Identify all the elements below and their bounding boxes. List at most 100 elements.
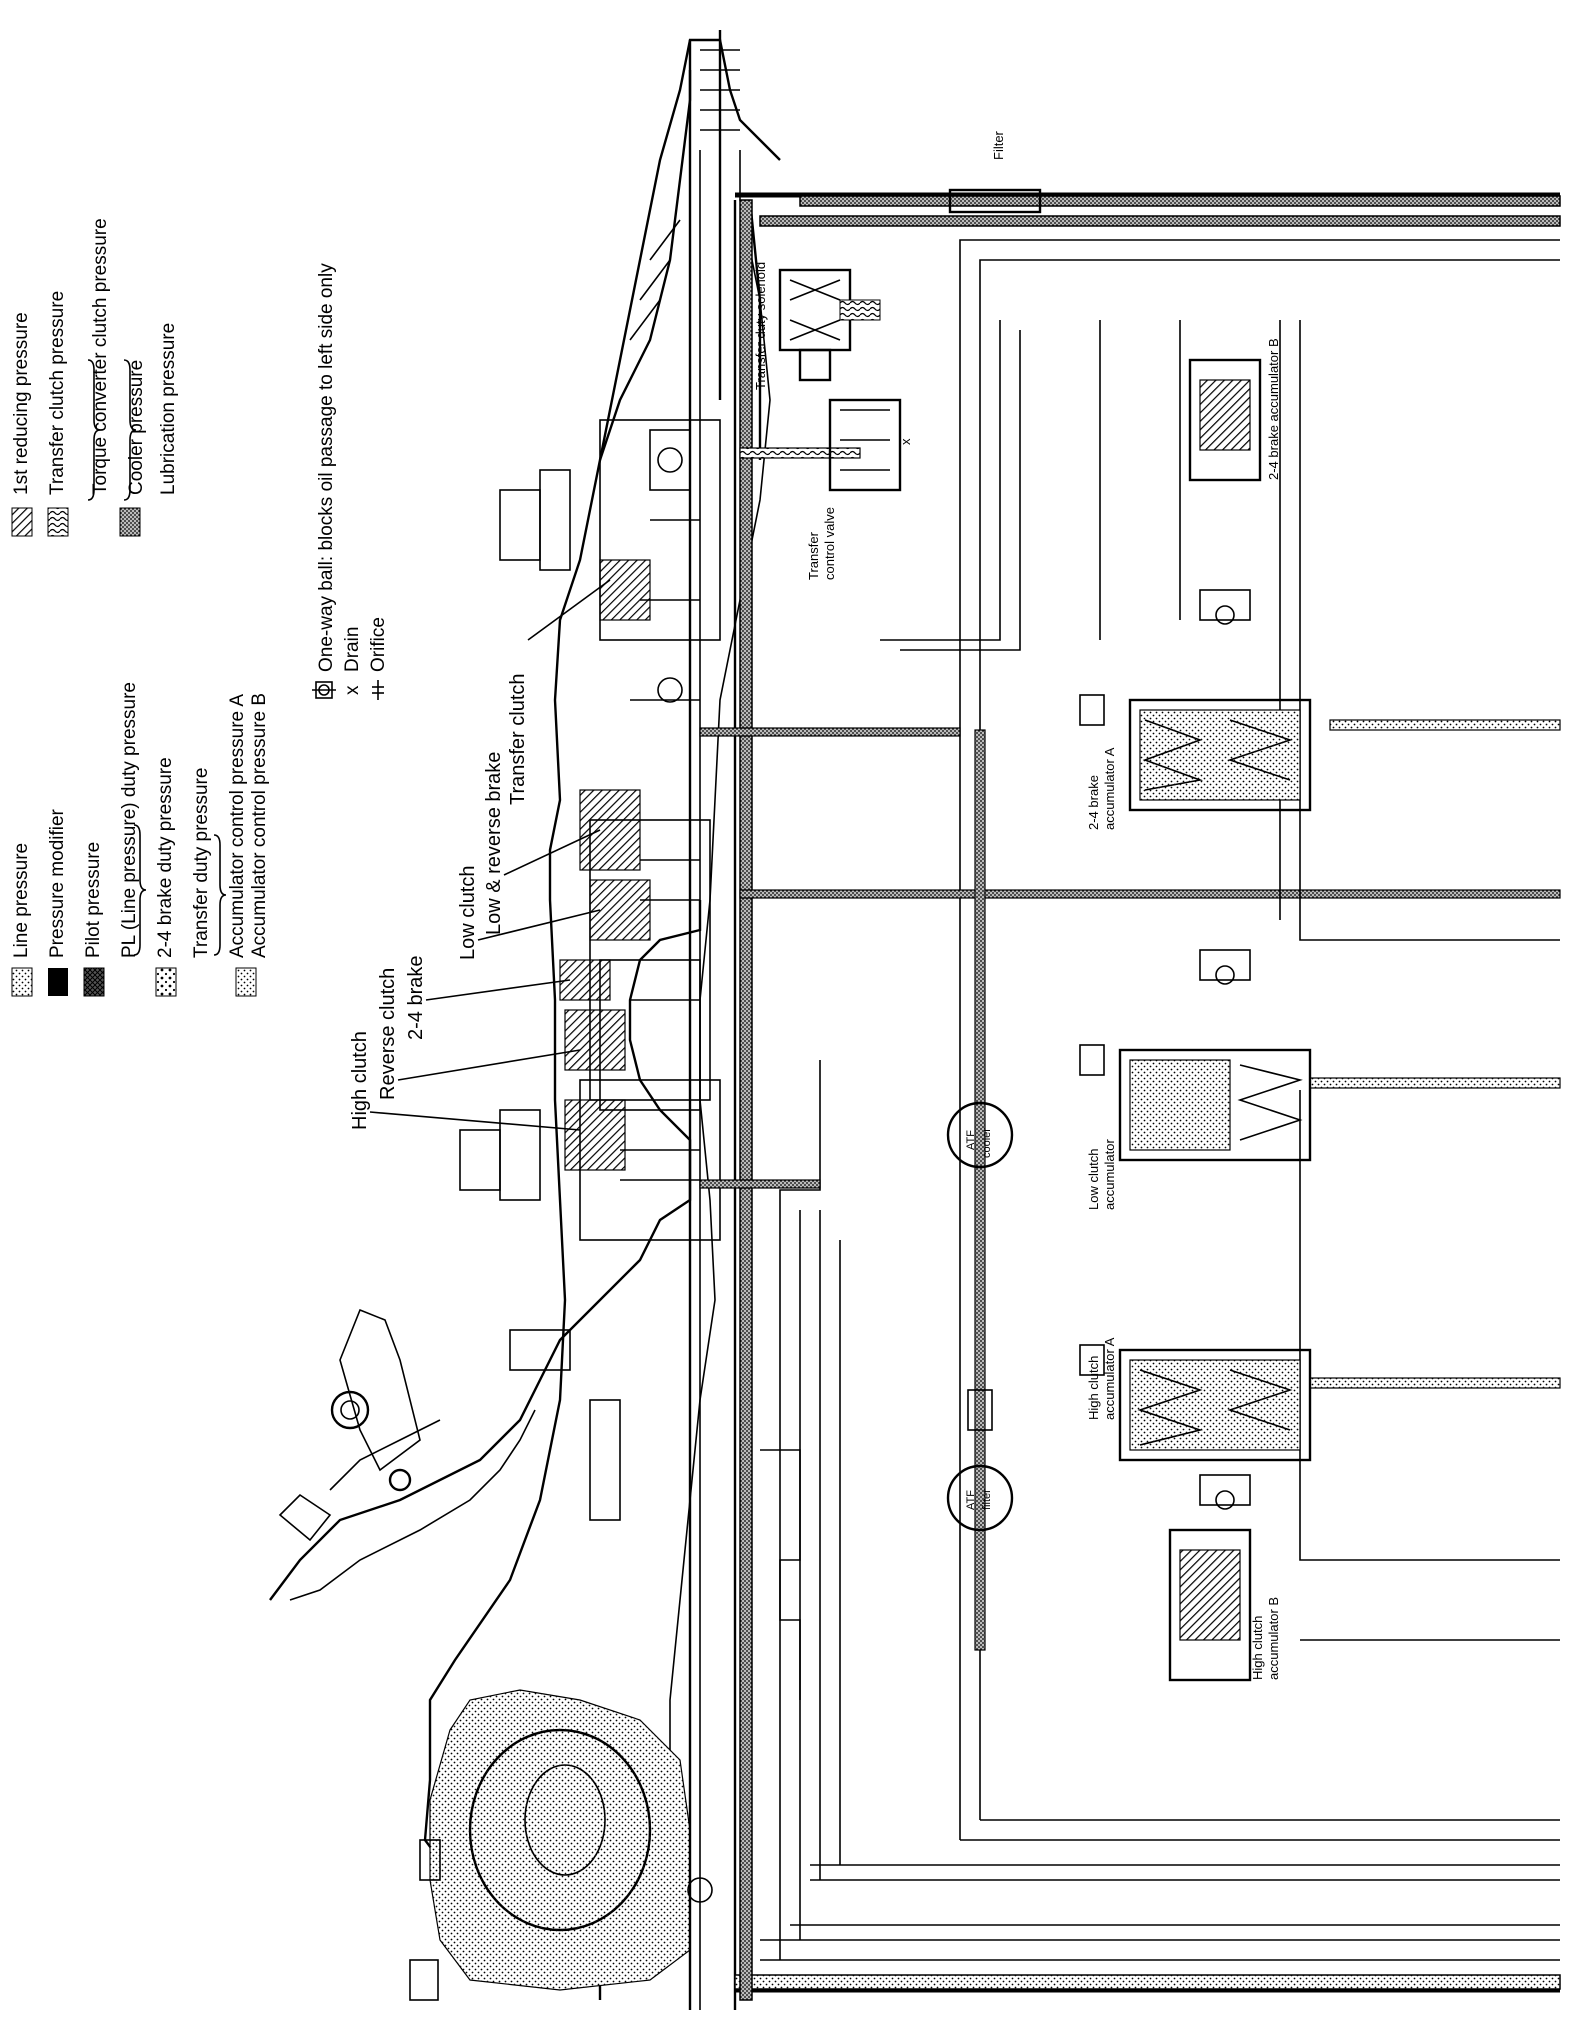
- low-clutch-acc-spring: [1237, 1064, 1303, 1141]
- top-boss-3: [509, 1329, 571, 1371]
- cooler-passage-top: [759, 215, 1561, 227]
- high-clutch-acc-a-spring: [1137, 1369, 1293, 1446]
- swatch-cooler-lube-pressure: [119, 507, 141, 537]
- label-low-reverse-brake: Low & reverse brake: [483, 752, 505, 935]
- label-transfer-control-valve-2: control valve: [822, 507, 837, 580]
- top-boss-1: [459, 1129, 501, 1191]
- one-way-ball-icon-2: [1199, 949, 1251, 985]
- oil-pump-housing: [429, 1689, 691, 1991]
- transfer-clutch-feed: [739, 447, 861, 459]
- pump-stub: [419, 1839, 441, 1881]
- legend-label-pl-duty-pressure: PL (Line pressure) duty pressure: [119, 682, 140, 958]
- label-transfer-duty-solenoid: Transfer duty solenoid: [753, 262, 768, 390]
- drum-detail: [620, 519, 700, 1181]
- label-transfer-control-valve-1: Transfer: [806, 531, 821, 580]
- right-feed-lines: [1099, 320, 1181, 640]
- brace-duty-pressures: [133, 824, 147, 956]
- legend-label-acc-control-a: Accumulator control pressure A: [227, 694, 248, 958]
- label-reverse-clutch: Reverse clutch: [377, 968, 399, 1100]
- passage-high-acc-a: [1309, 1377, 1561, 1389]
- upper-feed-lines: [880, 320, 1021, 651]
- legend-label-transfer-duty-pressure: Transfer duty pressure: [191, 768, 212, 958]
- label-atf-cooler-2: cooler: [981, 1128, 993, 1158]
- passage-vertical-atf: [974, 729, 986, 1651]
- label-high-acc-a-1: High clutch: [1086, 1356, 1101, 1420]
- mount-lug: [278, 1493, 332, 1542]
- high-acc-a-plug: [1079, 1344, 1105, 1376]
- pump-shaft-seal: [409, 1959, 439, 2001]
- label-low-acc-1: Low clutch: [1086, 1149, 1101, 1210]
- frame-line-4: [819, 1210, 841, 1880]
- label-24-acc-a-2: accumulator A: [1102, 747, 1117, 830]
- leader-24-brake: [425, 979, 571, 1001]
- label-atf-cooler-1: ATF: [965, 1130, 977, 1150]
- passage-24-acc-a: [1329, 719, 1561, 731]
- legend-right: 1st reducing pressure Transfer clutch pr…: [11, 218, 179, 537]
- label-low-clutch: Low clutch: [457, 866, 479, 961]
- low-reverse-brake-pack: [579, 789, 641, 871]
- high-clutch-pack: [564, 1099, 626, 1171]
- passage-mid: [739, 889, 1561, 899]
- label-high-acc-a-2: accumulator A: [1102, 1337, 1117, 1420]
- swatch-pilot-pressure: [83, 967, 105, 997]
- rear-boss: [649, 429, 691, 491]
- lube-passage-vertical: [739, 199, 753, 2001]
- rear-planetary-housing: [599, 959, 701, 1111]
- drain-icon: x: [342, 685, 363, 695]
- frame-line-2: [810, 1864, 1560, 1881]
- brace-accumulator-pressures: [213, 834, 227, 956]
- bell-housing: [269, 900, 702, 1601]
- frame-line-7: [760, 1449, 801, 1700]
- legend-label-acc-control-b: Accumulator control pressure B: [249, 693, 270, 958]
- line-pressure-band-bottom: [734, 1974, 1561, 1990]
- orifice-icon: [372, 680, 384, 700]
- legend-label-24-brake-duty-pressure: 2-4 brake duty pressure: [155, 757, 176, 958]
- one-way-ball-icon-1: [1199, 589, 1251, 625]
- one-way-ball-label: One-way ball: blocks oil passage to left…: [316, 263, 337, 672]
- label-24-brake: 2-4 brake: [405, 956, 427, 1041]
- housing-bolt-hole-inner: [340, 1400, 360, 1420]
- line-pressure-outer-loop: [735, 192, 1560, 1993]
- top-boss-4: [589, 1399, 621, 1521]
- filter-body: [948, 188, 1042, 214]
- one-way-ball-icon-3: [1199, 1474, 1251, 1510]
- leader-reverse-clutch: [397, 1049, 581, 1081]
- legend-label-lubrication: Lubrication pressure: [158, 323, 179, 495]
- lower-right-return: [1299, 1090, 1560, 1641]
- label-high-clutch: High clutch: [349, 1031, 371, 1130]
- top-boss-1b: [499, 1109, 541, 1201]
- top-boss-2: [499, 489, 541, 561]
- low-clutch-acc-body: [1118, 1048, 1312, 1162]
- orifice-label: Orifice: [368, 617, 389, 672]
- label-24-acc-b: 2-4 brake accumulator B: [1266, 338, 1281, 480]
- label-transfer-clutch: Transfer clutch: [507, 673, 529, 805]
- label-low-acc-2: accumulator: [1102, 1139, 1117, 1210]
- brace-torque-cooler: [87, 359, 101, 501]
- leader-transfer-clutch: [527, 579, 611, 641]
- legend-label-pilot-pressure: Pilot pressure: [83, 842, 104, 958]
- leader-high-clutch: [369, 1111, 581, 1131]
- transfer-control-valve: [828, 398, 902, 492]
- extension-rib: [629, 219, 681, 341]
- passage-upper-mid: [699, 727, 961, 737]
- brace-cooler-lube: [123, 359, 137, 501]
- legend-left: Line pressure Pressure modifier Pilot pr…: [11, 682, 270, 997]
- frame-line-1: [760, 1924, 1560, 1961]
- bearing-1: [657, 447, 683, 473]
- leader-low-clutch: [477, 909, 601, 941]
- legend-label-transfer-clutch: Transfer clutch pressure: [47, 291, 68, 495]
- legend-label-line-pressure: Line pressure: [11, 843, 32, 958]
- legend-label-cooler: Cooler pressure: [126, 360, 147, 495]
- transfer-clutch-pack: [599, 559, 651, 621]
- drain-mark: x: [898, 438, 913, 445]
- brake-24-acc-a-spring: [1142, 719, 1293, 791]
- high-clutch-acc-b-spring: [1179, 1549, 1241, 1641]
- valve-body: Filter Transfer duty solenoid Transfer c…: [753, 130, 1312, 1682]
- transmission-section: High clutch Reverse clutch 2-4 brake Low…: [269, 30, 781, 2010]
- label-high-acc-b-1: High clutch: [1250, 1616, 1265, 1680]
- housing-bolt-hole: [330, 1390, 370, 1430]
- oil-pump-gear: [468, 1728, 652, 1932]
- high-clutch-acc-b-body: [1168, 1528, 1252, 1682]
- brake-24-acc-b-spring: [1199, 379, 1251, 451]
- high-clutch-acc-a-body: [1118, 1348, 1312, 1462]
